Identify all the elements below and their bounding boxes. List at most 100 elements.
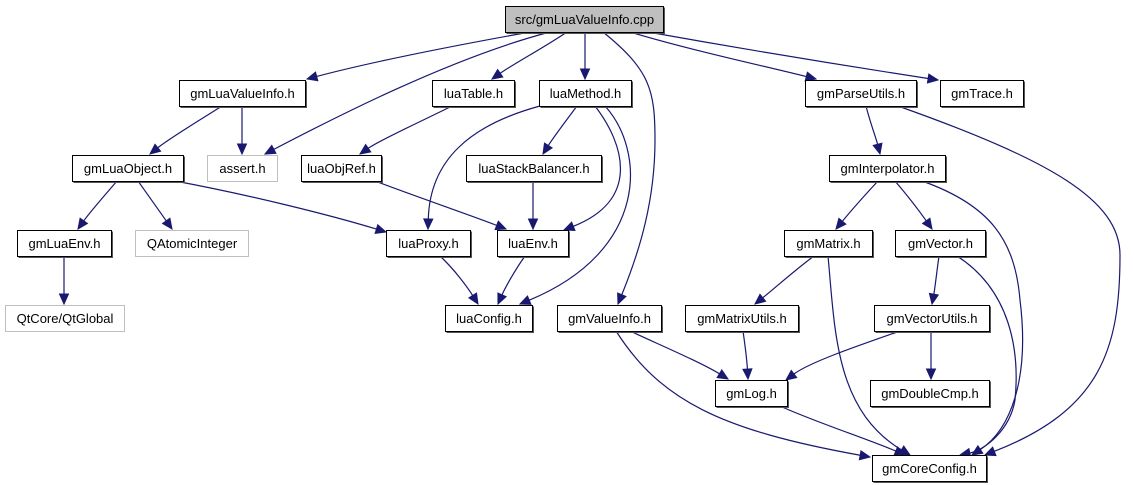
node-gmmatrix-h[interactable]: gmMatrix.h: [784, 230, 874, 258]
edge-gmluaobject-h-to-gmluaenv-h: [77, 180, 118, 230]
node-box: [557, 305, 662, 332]
node-luatable-h[interactable]: luaTable.h: [432, 80, 516, 108]
node-luaconfig-h[interactable]: luaConfig.h: [445, 305, 534, 333]
node-shadow: [785, 231, 874, 258]
edge-gmvector-h-to-gmvectorutils-h: [928, 255, 940, 306]
edge-gmmatrixutils-h-to-gmlog-h: [742, 330, 753, 381]
edge-gminterpolator-h-to-gmmatrix-h: [835, 180, 879, 230]
edge-line: [615, 330, 861, 456]
edge-gmluaobject-h-to-luaproxy-h: [174, 180, 388, 234]
edge-line: [894, 180, 927, 222]
arrowhead-icon: [925, 368, 937, 381]
edge-gmmatrix-h-to-gmcoreconfig-h: [827, 255, 912, 456]
arrowhead-icon: [562, 221, 576, 232]
node-shadow: [18, 231, 113, 258]
node-box: [5, 305, 125, 332]
edge-luaenv-h-to-luaconfig-h: [497, 255, 526, 306]
node-label: luaConfig.h: [456, 311, 522, 326]
node-gmmatrixutils-h[interactable]: gmMatrixUtils.h: [685, 305, 800, 333]
edge-line: [827, 255, 902, 451]
node-shadow: [498, 231, 570, 258]
arrowhead-icon: [617, 292, 627, 306]
node-shadow: [686, 306, 800, 333]
node-label: gmTrace.h: [951, 86, 1013, 101]
edge-gmluaenv-h-to-qtglobal: [58, 255, 70, 306]
node-label: gmMatrix.h: [796, 236, 860, 251]
edge-line: [933, 255, 940, 295]
node-gmluaenv-h[interactable]: gmLuaEnv.h: [17, 230, 113, 258]
node-label: QtCore/QtGlobal: [17, 311, 114, 326]
node-luaenv-h[interactable]: luaEnv.h: [497, 230, 570, 258]
arrowhead-icon: [527, 218, 539, 231]
edge-gmparseutils-h-to-gmcoreconfig-h: [897, 105, 1121, 457]
arrowhead-icon: [835, 217, 847, 230]
arrowhead-icon: [494, 220, 508, 231]
node-gmluaobject-h[interactable]: gmLuaObject.h: [72, 155, 185, 183]
edge-luamethod-h-to-luaproxy-h: [423, 105, 541, 231]
node-luaobjref-h[interactable]: luaObjRef.h: [301, 155, 383, 183]
node-gmparseutils-h[interactable]: gmParseUtils.h: [805, 80, 918, 108]
node-box: [829, 155, 946, 182]
arrowhead-icon: [926, 73, 940, 84]
node-shadow: [540, 81, 633, 108]
edge-gmvector-h-to-gmcoreconfig-h: [956, 255, 1017, 459]
edge-gmlog-h-to-gmcoreconfig-h: [779, 405, 907, 456]
node-assert-h: assert.h: [207, 155, 278, 182]
node-box: [715, 380, 788, 407]
edge-root-to-assert-h: [263, 31, 551, 155]
node-gmvector-h[interactable]: gmVector.h: [895, 230, 987, 258]
edge-line: [374, 180, 497, 226]
node-label: luaMethod.h: [550, 86, 622, 101]
arrowhead-icon: [359, 143, 372, 155]
node-gmcoreconfig-h[interactable]: gmCoreConfig.h: [872, 455, 988, 483]
arrowhead-icon: [579, 68, 591, 81]
arrowhead-icon: [149, 143, 162, 155]
node-gmvalueinfo-h[interactable]: gmValueInfo.h: [557, 305, 663, 333]
node-gmdoublecmp-h[interactable]: gmDoubleCmp.h: [870, 380, 991, 408]
node-label: gmLuaEnv.h: [28, 236, 100, 251]
node-shadow: [558, 306, 663, 333]
arrowhead-icon: [742, 368, 753, 381]
node-label: luaTable.h: [444, 86, 503, 101]
edge-line: [316, 31, 531, 78]
edge-line: [573, 105, 622, 227]
node-label: gmVector.h: [908, 236, 973, 251]
edge-line: [762, 255, 815, 299]
node-luamethod-h[interactable]: luaMethod.h: [539, 80, 633, 108]
node-shadow: [941, 81, 1025, 108]
node-shadow: [830, 156, 947, 183]
node-gmluavalueinfo-h[interactable]: gmLuaValueInfo.h: [179, 80, 307, 108]
arrowhead-icon: [490, 68, 504, 80]
edge-luaproxy-h-to-luaconfig-h: [439, 255, 479, 306]
node-shadow: [73, 156, 185, 183]
node-gmtrace-h[interactable]: gmTrace.h: [940, 80, 1025, 108]
arrowhead-icon: [754, 293, 767, 305]
edge-root-to-luatable-h: [490, 31, 568, 80]
node-box: [386, 230, 471, 257]
arrowhead-icon: [872, 142, 883, 156]
edge-line: [647, 31, 929, 80]
node-label: luaObjRef.h: [307, 161, 376, 176]
edge-line: [367, 105, 453, 149]
node-label: gmCoreConfig.h: [882, 461, 977, 476]
edge-line: [956, 255, 1017, 454]
node-src-gmluavalueinfo-cpp[interactable]: src/gmLuaValueInfo.cpp: [505, 6, 665, 34]
edge-line: [793, 330, 901, 375]
node-gmlog-h[interactable]: gmLog.h: [715, 380, 789, 408]
arrowhead-icon: [263, 144, 277, 155]
node-gminterpolator-h[interactable]: gmInterpolator.h: [829, 155, 947, 183]
node-label: gmMatrixUtils.h: [697, 311, 787, 326]
node-label: luaEnv.h: [508, 236, 558, 251]
edge-line: [439, 255, 474, 296]
node-qtcore-qtglobal: QtCore/QtGlobal: [5, 305, 125, 332]
edge-gminterpolator-h-to-gmvector-h: [894, 180, 933, 230]
node-label: gmParseUtils.h: [817, 86, 905, 101]
node-gmvectorutils-h[interactable]: gmVectorUtils.h: [874, 305, 991, 333]
node-box: [784, 230, 873, 257]
edge-gmparseutils-h-to-gminterpolator-h: [865, 105, 883, 156]
node-shadow: [873, 456, 988, 483]
edge-gmvalueinfo-h-to-gmlog-h: [629, 330, 730, 380]
node-luaproxy-h[interactable]: luaProxy.h: [386, 230, 472, 258]
node-luastackbalancer-h[interactable]: luaStackBalancer.h: [466, 155, 603, 183]
node-box: [301, 155, 382, 182]
